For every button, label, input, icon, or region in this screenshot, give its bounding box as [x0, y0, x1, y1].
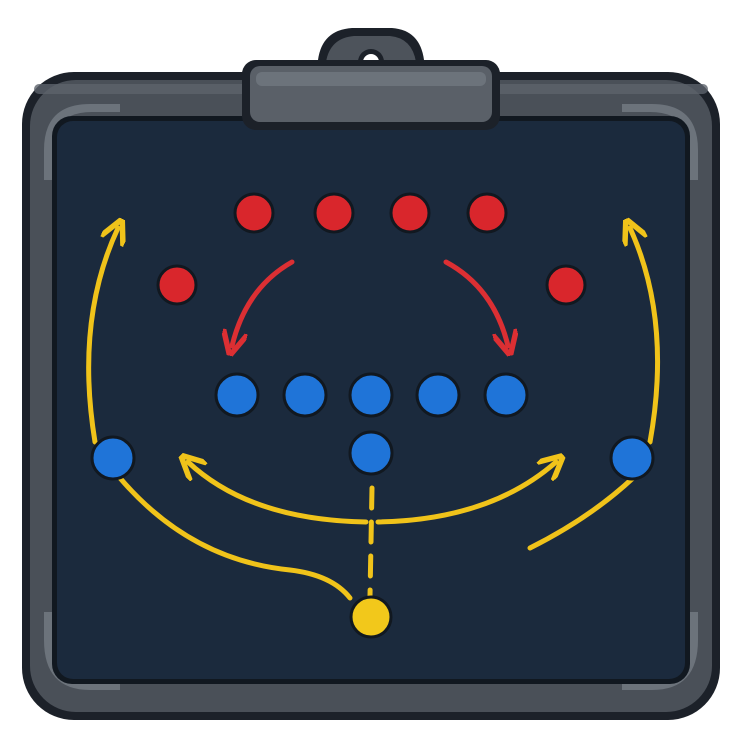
- defense-players: [156, 192, 587, 306]
- blitz-arrow-left: [232, 259, 295, 346]
- route-right-outer: [630, 228, 661, 445]
- defense-player: [156, 264, 198, 306]
- defense-player: [233, 192, 275, 234]
- defense-player: [389, 192, 431, 234]
- route-right-swing: [527, 475, 636, 551]
- offense-player: [348, 430, 394, 476]
- offense-player: [214, 372, 260, 418]
- corner-accent-top-left: [44, 104, 120, 180]
- offense-players: [90, 372, 655, 481]
- ball-carrier: [349, 595, 393, 639]
- defense-player: [466, 192, 508, 234]
- defense-player: [545, 264, 587, 306]
- route-dashed-handoff: [367, 485, 375, 599]
- offense-player: [483, 372, 529, 418]
- offense-player: [282, 372, 328, 418]
- corner-accent-top-right: [622, 104, 698, 180]
- route-right-cross: [375, 462, 556, 525]
- offense-player: [90, 435, 136, 481]
- route-left-swing: [117, 475, 353, 601]
- offense-player: [415, 372, 461, 418]
- blitz-arrow-right: [443, 259, 508, 346]
- offense-player: [609, 435, 655, 481]
- route-left-outer: [86, 228, 118, 445]
- route-left-cross: [188, 462, 369, 525]
- defense-player: [313, 192, 355, 234]
- clip-base-highlight: [256, 72, 486, 86]
- offense-player: [348, 372, 394, 418]
